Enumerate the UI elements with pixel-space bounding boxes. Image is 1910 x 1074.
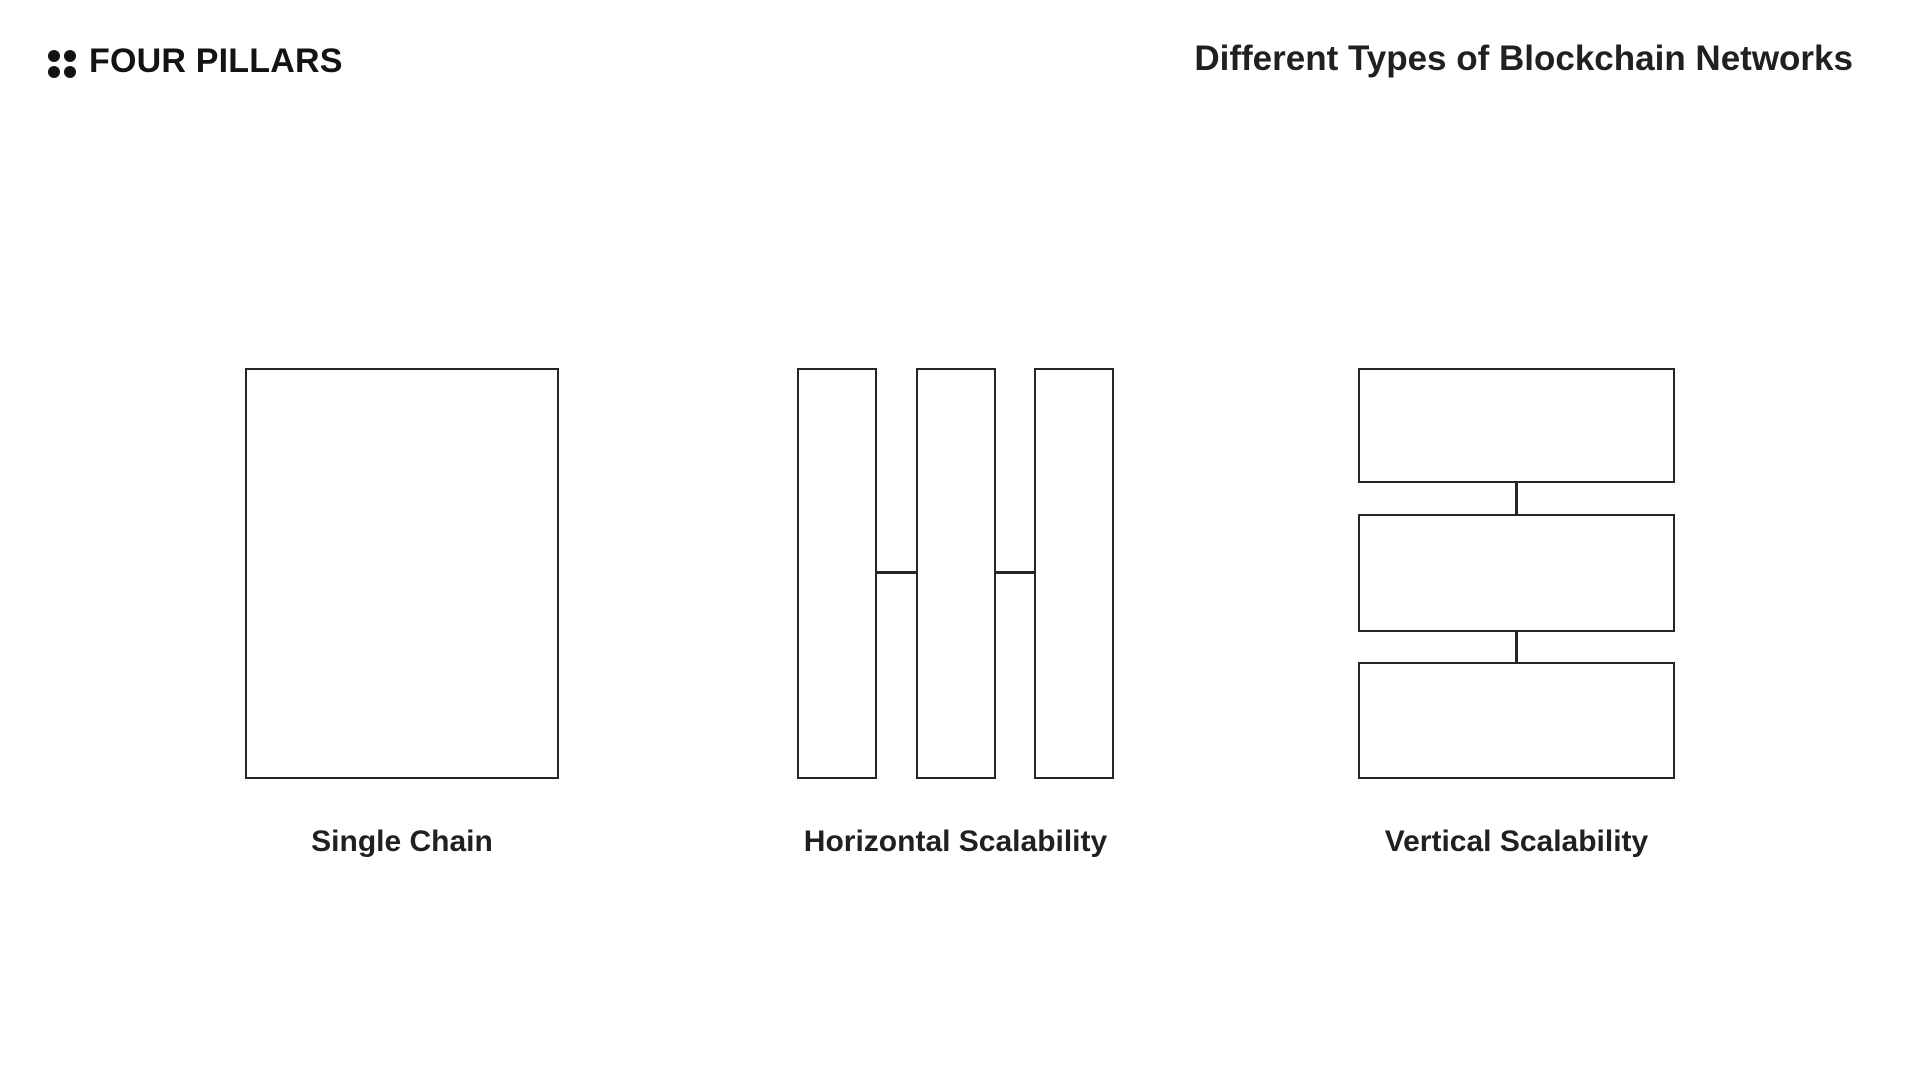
vertical-block-1 [1358,368,1675,483]
connector-line-vertical-2 [1515,631,1518,663]
page-title: Different Types of Blockchain Networks [1194,39,1853,78]
connector-line-horizontal-2 [994,571,1036,574]
vertical-block-2 [1358,514,1675,632]
connector-line-vertical-1 [1515,482,1518,515]
diagram-caption-single-chain: Single Chain [311,825,493,858]
connector-line-horizontal-1 [875,571,918,574]
vertical-block-3 [1358,662,1675,779]
logo-dot [48,50,60,62]
four-dots-logo-icon [48,50,76,78]
logo-dot [48,66,60,78]
horizontal-block-3 [1034,368,1114,779]
logo-dot [64,66,76,78]
diagram-caption-vertical-scalability: Vertical Scalability [1384,825,1649,858]
four-pillars-logo: FOUR PILLARS [48,42,343,80]
logo-wordmark: FOUR PILLARS [89,42,343,80]
logo-dot [64,50,76,62]
diagram-caption-horizontal-scalability: Horizontal Scalability [803,825,1108,858]
horizontal-block-1 [797,368,877,779]
single-chain-block [245,368,559,779]
horizontal-block-2 [916,368,996,779]
